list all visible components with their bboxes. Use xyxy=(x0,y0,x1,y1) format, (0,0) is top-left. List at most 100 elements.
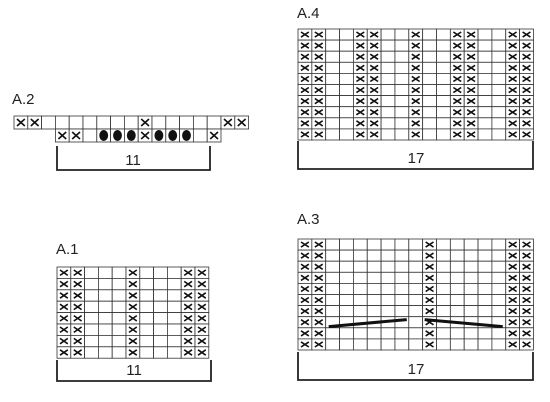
cross-stitch-symbol xyxy=(73,337,83,345)
cross-stitch-symbol xyxy=(183,292,193,299)
grid-cell xyxy=(98,277,113,291)
grid-cell xyxy=(339,238,354,251)
cross-stitch-symbol xyxy=(197,280,207,288)
cross-stitch-symbol xyxy=(508,330,518,337)
grid-cell xyxy=(408,282,424,295)
grid-cell xyxy=(491,128,507,141)
grid-cell xyxy=(477,106,493,119)
grid-cell xyxy=(325,338,340,351)
grid-cell xyxy=(463,305,479,318)
bobble-symbol xyxy=(126,130,136,141)
cross-stitch-symbol xyxy=(128,337,138,345)
chart-title: A.1 xyxy=(56,241,79,258)
grid-cell xyxy=(477,238,493,251)
cross-stitch-symbol xyxy=(355,86,365,94)
grid-cell xyxy=(491,260,507,273)
cross-stitch-symbol xyxy=(183,280,193,288)
cross-stitch-symbol xyxy=(355,75,365,83)
grid-cell xyxy=(436,294,451,307)
grid-cell xyxy=(436,84,451,97)
cross-stitch-symbol xyxy=(183,337,193,345)
cross-stitch-symbol xyxy=(197,349,207,356)
grid-cell xyxy=(380,294,396,307)
cross-stitch-symbol xyxy=(59,292,69,299)
cross-stitch-symbol xyxy=(452,42,462,49)
cross-stitch-symbol xyxy=(73,326,83,334)
grid-cell xyxy=(206,115,222,130)
grid-cell xyxy=(111,277,127,291)
cross-stitch-symbol xyxy=(369,109,379,116)
cross-stitch-symbol xyxy=(522,341,531,348)
cross-stitch-symbol xyxy=(314,109,324,116)
cross-stitch-symbol xyxy=(71,131,81,140)
grid-cell xyxy=(380,338,396,351)
cross-stitch-symbol xyxy=(522,75,531,83)
cross-stitch-symbol xyxy=(59,349,69,356)
grid-cell xyxy=(380,28,396,41)
grid-cell xyxy=(477,84,493,97)
grid-cell xyxy=(408,260,424,273)
cross-stitch-symbol xyxy=(411,109,421,116)
cross-stitch-symbol xyxy=(466,53,476,60)
cross-stitch-symbol xyxy=(314,341,324,348)
grid-cell xyxy=(477,73,493,85)
cross-stitch-symbol xyxy=(466,64,476,72)
grid-cell xyxy=(339,73,354,85)
grid-cell xyxy=(166,323,182,336)
cross-stitch-symbol xyxy=(411,86,421,94)
cross-stitch-symbol xyxy=(314,131,324,138)
grid-cell xyxy=(339,260,354,273)
cross-stitch-symbol xyxy=(314,274,324,282)
grid-cell xyxy=(463,260,479,273)
grid-cell xyxy=(422,39,437,52)
grid-cell xyxy=(352,260,368,273)
cross-stitch-symbol xyxy=(300,307,310,315)
cross-stitch-symbol xyxy=(508,131,518,138)
grid-cell xyxy=(436,117,451,130)
cross-stitch-symbol xyxy=(300,97,310,105)
grid-cell xyxy=(491,238,507,251)
width-count-label: 17 xyxy=(403,151,429,166)
cross-stitch-symbol xyxy=(183,314,193,322)
grid-cell xyxy=(153,334,168,348)
grid-cell xyxy=(339,117,354,130)
cross-stitch-symbol xyxy=(197,292,207,299)
cross-stitch-symbol xyxy=(314,64,324,72)
grid-cell xyxy=(111,266,127,279)
cross-stitch-symbol xyxy=(300,341,310,348)
grid-cell xyxy=(436,128,451,141)
grid-cell xyxy=(394,50,410,63)
grid-cell xyxy=(166,277,182,291)
grid-cell xyxy=(84,266,99,279)
grid-cell xyxy=(84,289,99,302)
grid-cell xyxy=(166,334,182,348)
grid-cell xyxy=(436,61,451,74)
grid-cell xyxy=(491,282,507,295)
cross-stitch-symbol xyxy=(128,349,138,356)
cross-stitch-symbol xyxy=(300,319,310,326)
grid-cell xyxy=(380,260,396,273)
cross-stitch-symbol xyxy=(355,109,365,116)
bobble-symbol xyxy=(182,130,191,141)
grid-cell xyxy=(491,39,507,52)
grid-cell xyxy=(153,277,168,291)
cross-stitch-symbol xyxy=(140,131,150,140)
grid-cell xyxy=(463,238,479,251)
cross-stitch-symbol xyxy=(355,64,365,72)
grid-cell xyxy=(436,327,451,340)
cross-stitch-symbol xyxy=(466,86,476,94)
cross-stitch-symbol xyxy=(355,97,365,105)
cross-stitch-symbol xyxy=(522,86,531,94)
grid-cell xyxy=(449,327,465,340)
cross-stitch-symbol xyxy=(466,97,476,105)
grid-cell xyxy=(394,28,410,41)
grid-cell xyxy=(436,95,451,108)
grid-cell xyxy=(394,39,410,52)
grid-cell xyxy=(380,50,396,63)
grid-cell xyxy=(394,106,410,119)
grid-cell xyxy=(84,277,99,291)
grid-cell xyxy=(422,95,437,108)
grid-cell xyxy=(110,115,125,130)
cross-stitch-symbol xyxy=(508,75,518,83)
grid-cell xyxy=(41,115,56,130)
